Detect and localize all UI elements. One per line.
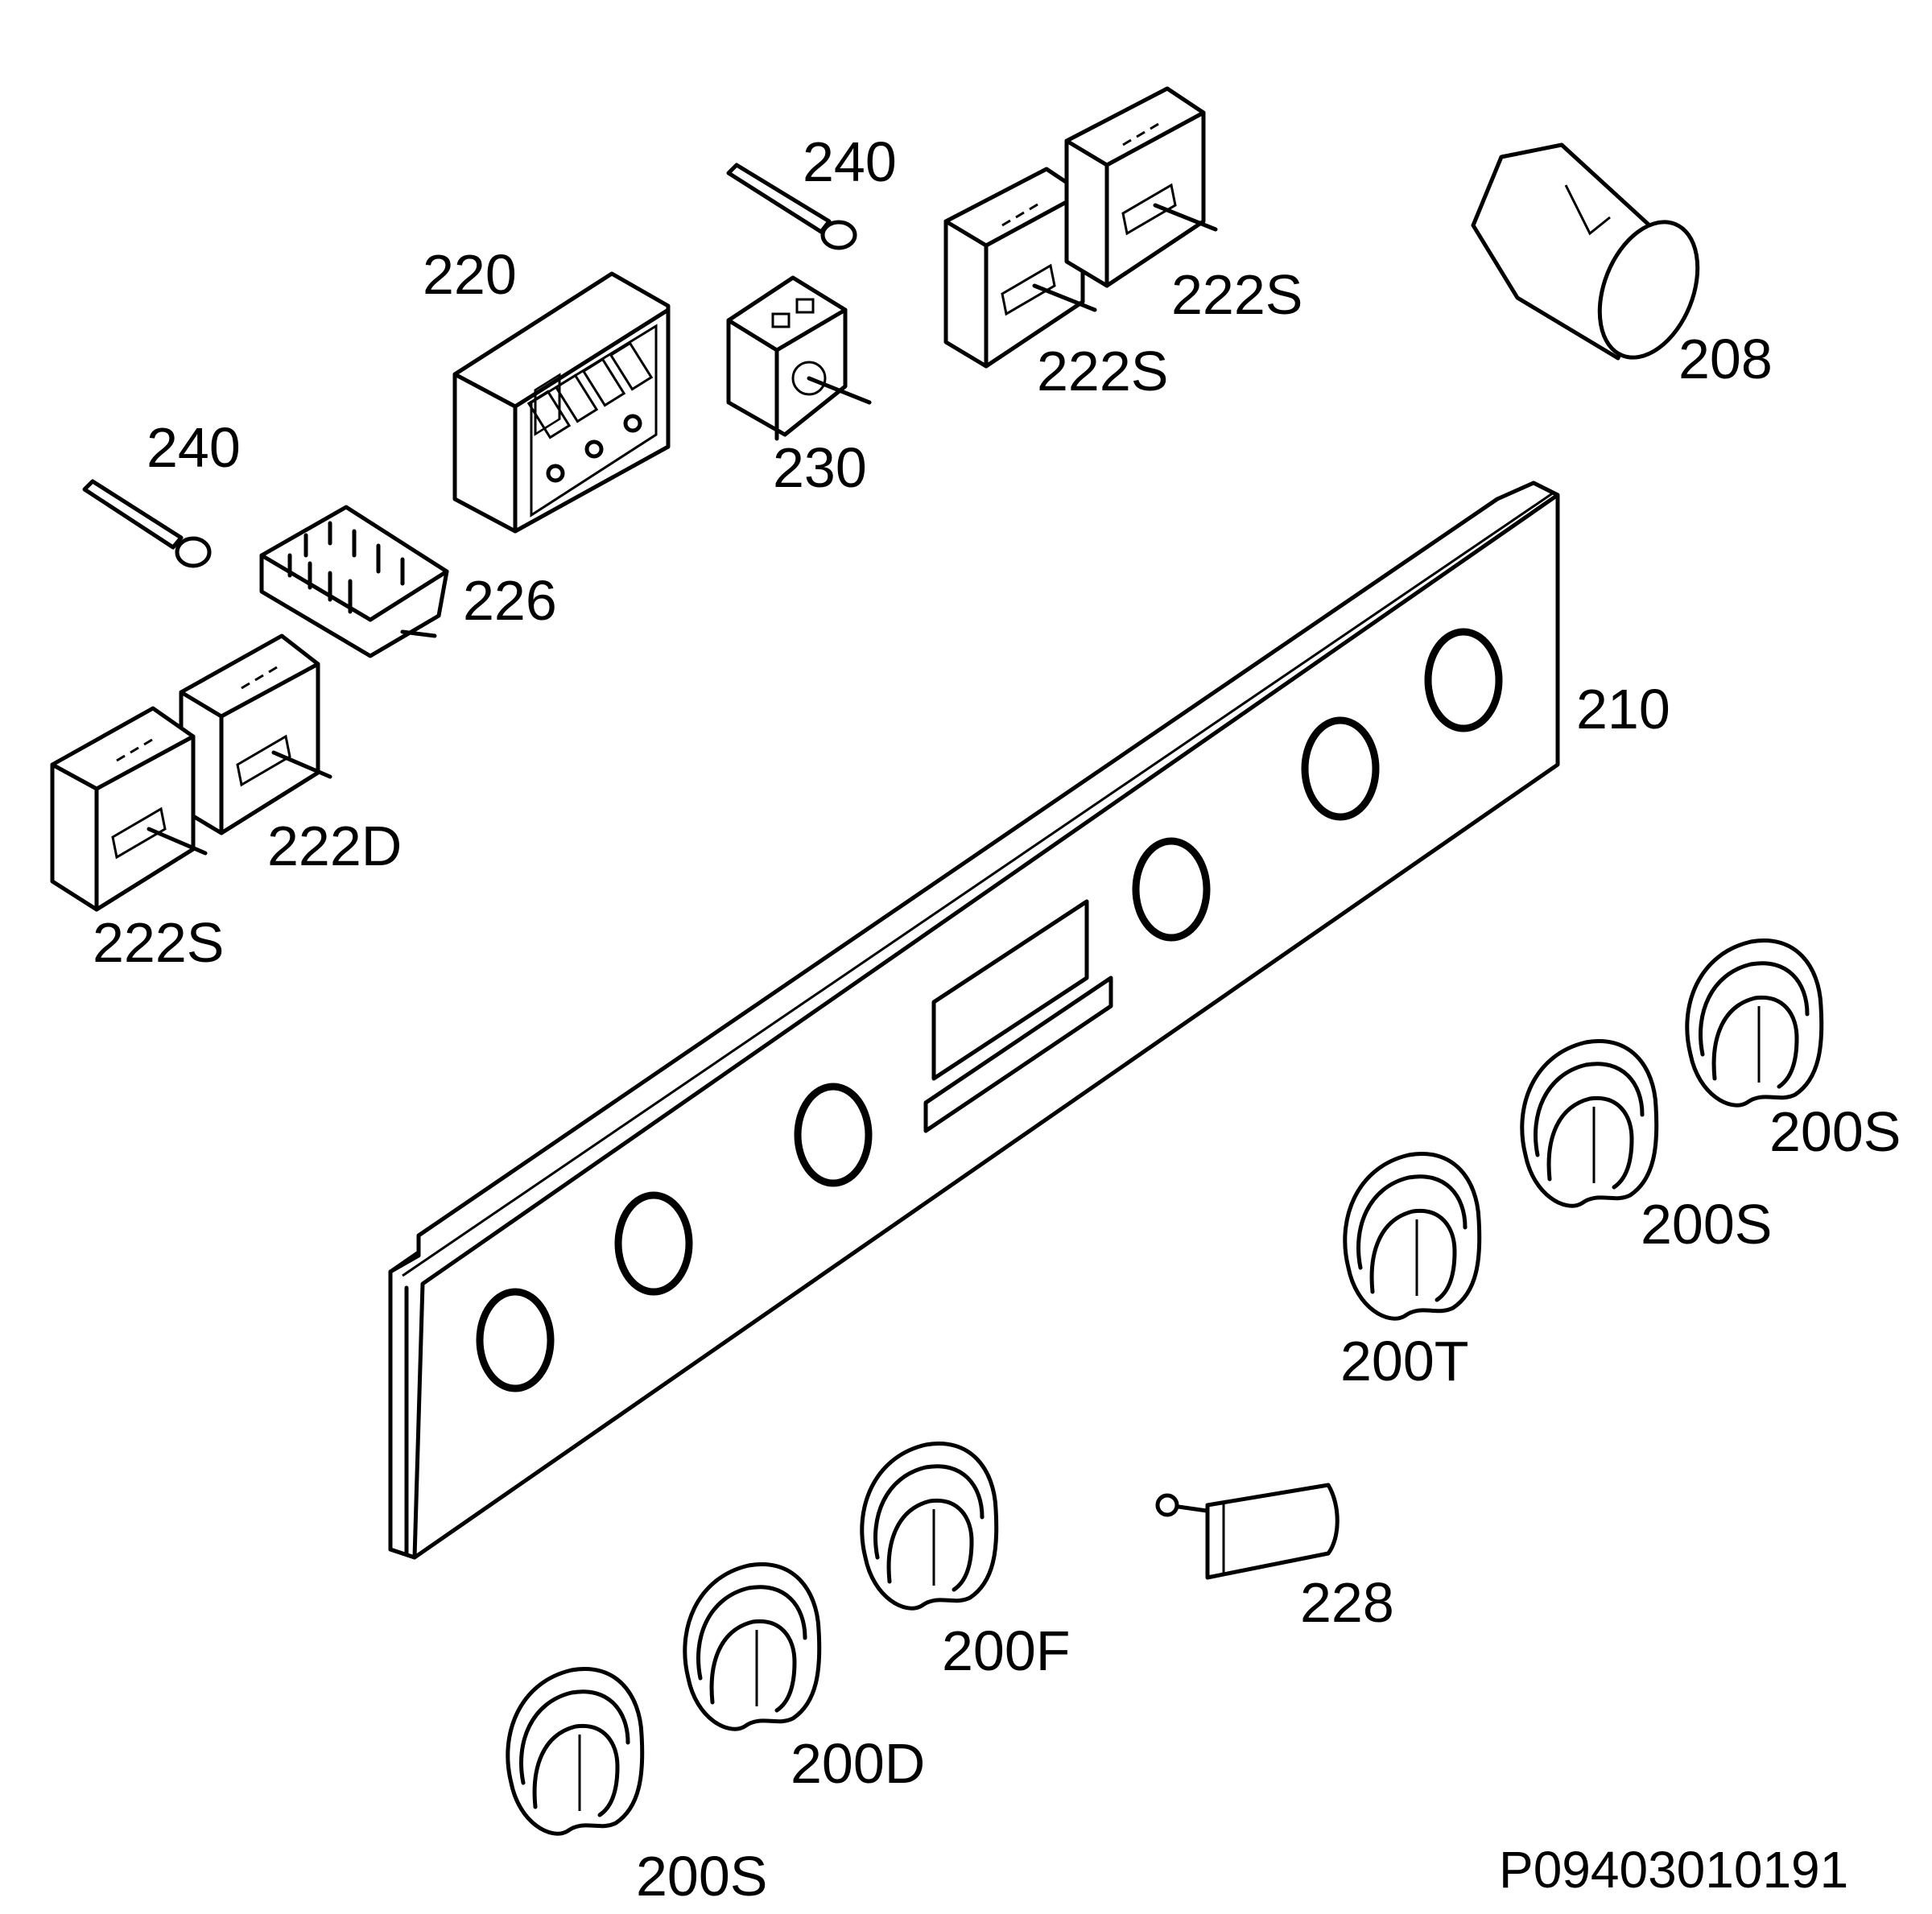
control-knob-200s-bottom: [508, 1669, 642, 1834]
label-222s-top-back: 222S: [1171, 263, 1302, 326]
panel-hole-6: [1424, 628, 1503, 732]
terminal-block-226: [259, 505, 449, 658]
panel-display-slot: [923, 976, 1113, 1133]
energy-regulator-222s-top-back: [1064, 86, 1218, 288]
panel-hole-1: [476, 1288, 555, 1392]
label-210: 210: [1576, 678, 1670, 740]
label-222d: 222D: [267, 815, 402, 877]
timer-digits: [526, 341, 654, 439]
push-button-208: [1471, 142, 1700, 361]
terminal-pins: [287, 521, 405, 614]
label-228: 228: [1300, 1571, 1394, 1634]
label-200t: 200T: [1340, 1330, 1469, 1392]
energy-regulator-222s-top-front: [943, 167, 1097, 369]
control-knob-200s-right: [1687, 940, 1822, 1105]
panel-display-window: [931, 899, 1089, 1081]
timer-module-220: [452, 271, 671, 534]
panel-hole-5: [1301, 716, 1380, 821]
label-208: 208: [1678, 328, 1773, 390]
selector-switch-230: [726, 275, 872, 441]
panel-hole-4: [1132, 837, 1211, 942]
control-panel-210: [388, 481, 1560, 1560]
panel-hole-3: [794, 1083, 873, 1187]
indicator-lamp-240-left: [82, 479, 212, 568]
control-knob-200s-middle: [1522, 1041, 1657, 1206]
label-240-left: 240: [147, 416, 241, 479]
timer-button-1: [546, 464, 565, 483]
label-220: 220: [423, 243, 517, 306]
control-knob-200f: [862, 1443, 997, 1608]
energy-regulator-222d: [179, 633, 332, 835]
label-200s-right: 200S: [1769, 1100, 1901, 1163]
label-200f: 200F: [942, 1619, 1071, 1682]
label-226: 226: [463, 569, 557, 632]
label-240-top: 240: [803, 130, 897, 193]
label-200s-bottom: 200S: [636, 1845, 767, 1908]
control-knob-200d: [685, 1564, 819, 1729]
label-200d: 200D: [791, 1732, 925, 1795]
label-200s-middle: 200S: [1641, 1193, 1772, 1256]
timer-button-3: [623, 414, 642, 433]
label-222s-top-front: 222S: [1037, 340, 1168, 402]
energy-regulator-222s-left: [50, 706, 208, 912]
control-knob-200t: [1345, 1153, 1480, 1318]
drawing-reference-number: P09403010191: [1499, 1841, 1848, 1899]
label-230: 230: [773, 436, 867, 499]
timer-button-2: [584, 439, 604, 459]
light-switch-228: [1155, 1483, 1340, 1580]
panel-hole-2: [614, 1191, 693, 1296]
label-222s-left: 222S: [93, 911, 224, 974]
indicator-lamp-240-top: [726, 163, 857, 250]
